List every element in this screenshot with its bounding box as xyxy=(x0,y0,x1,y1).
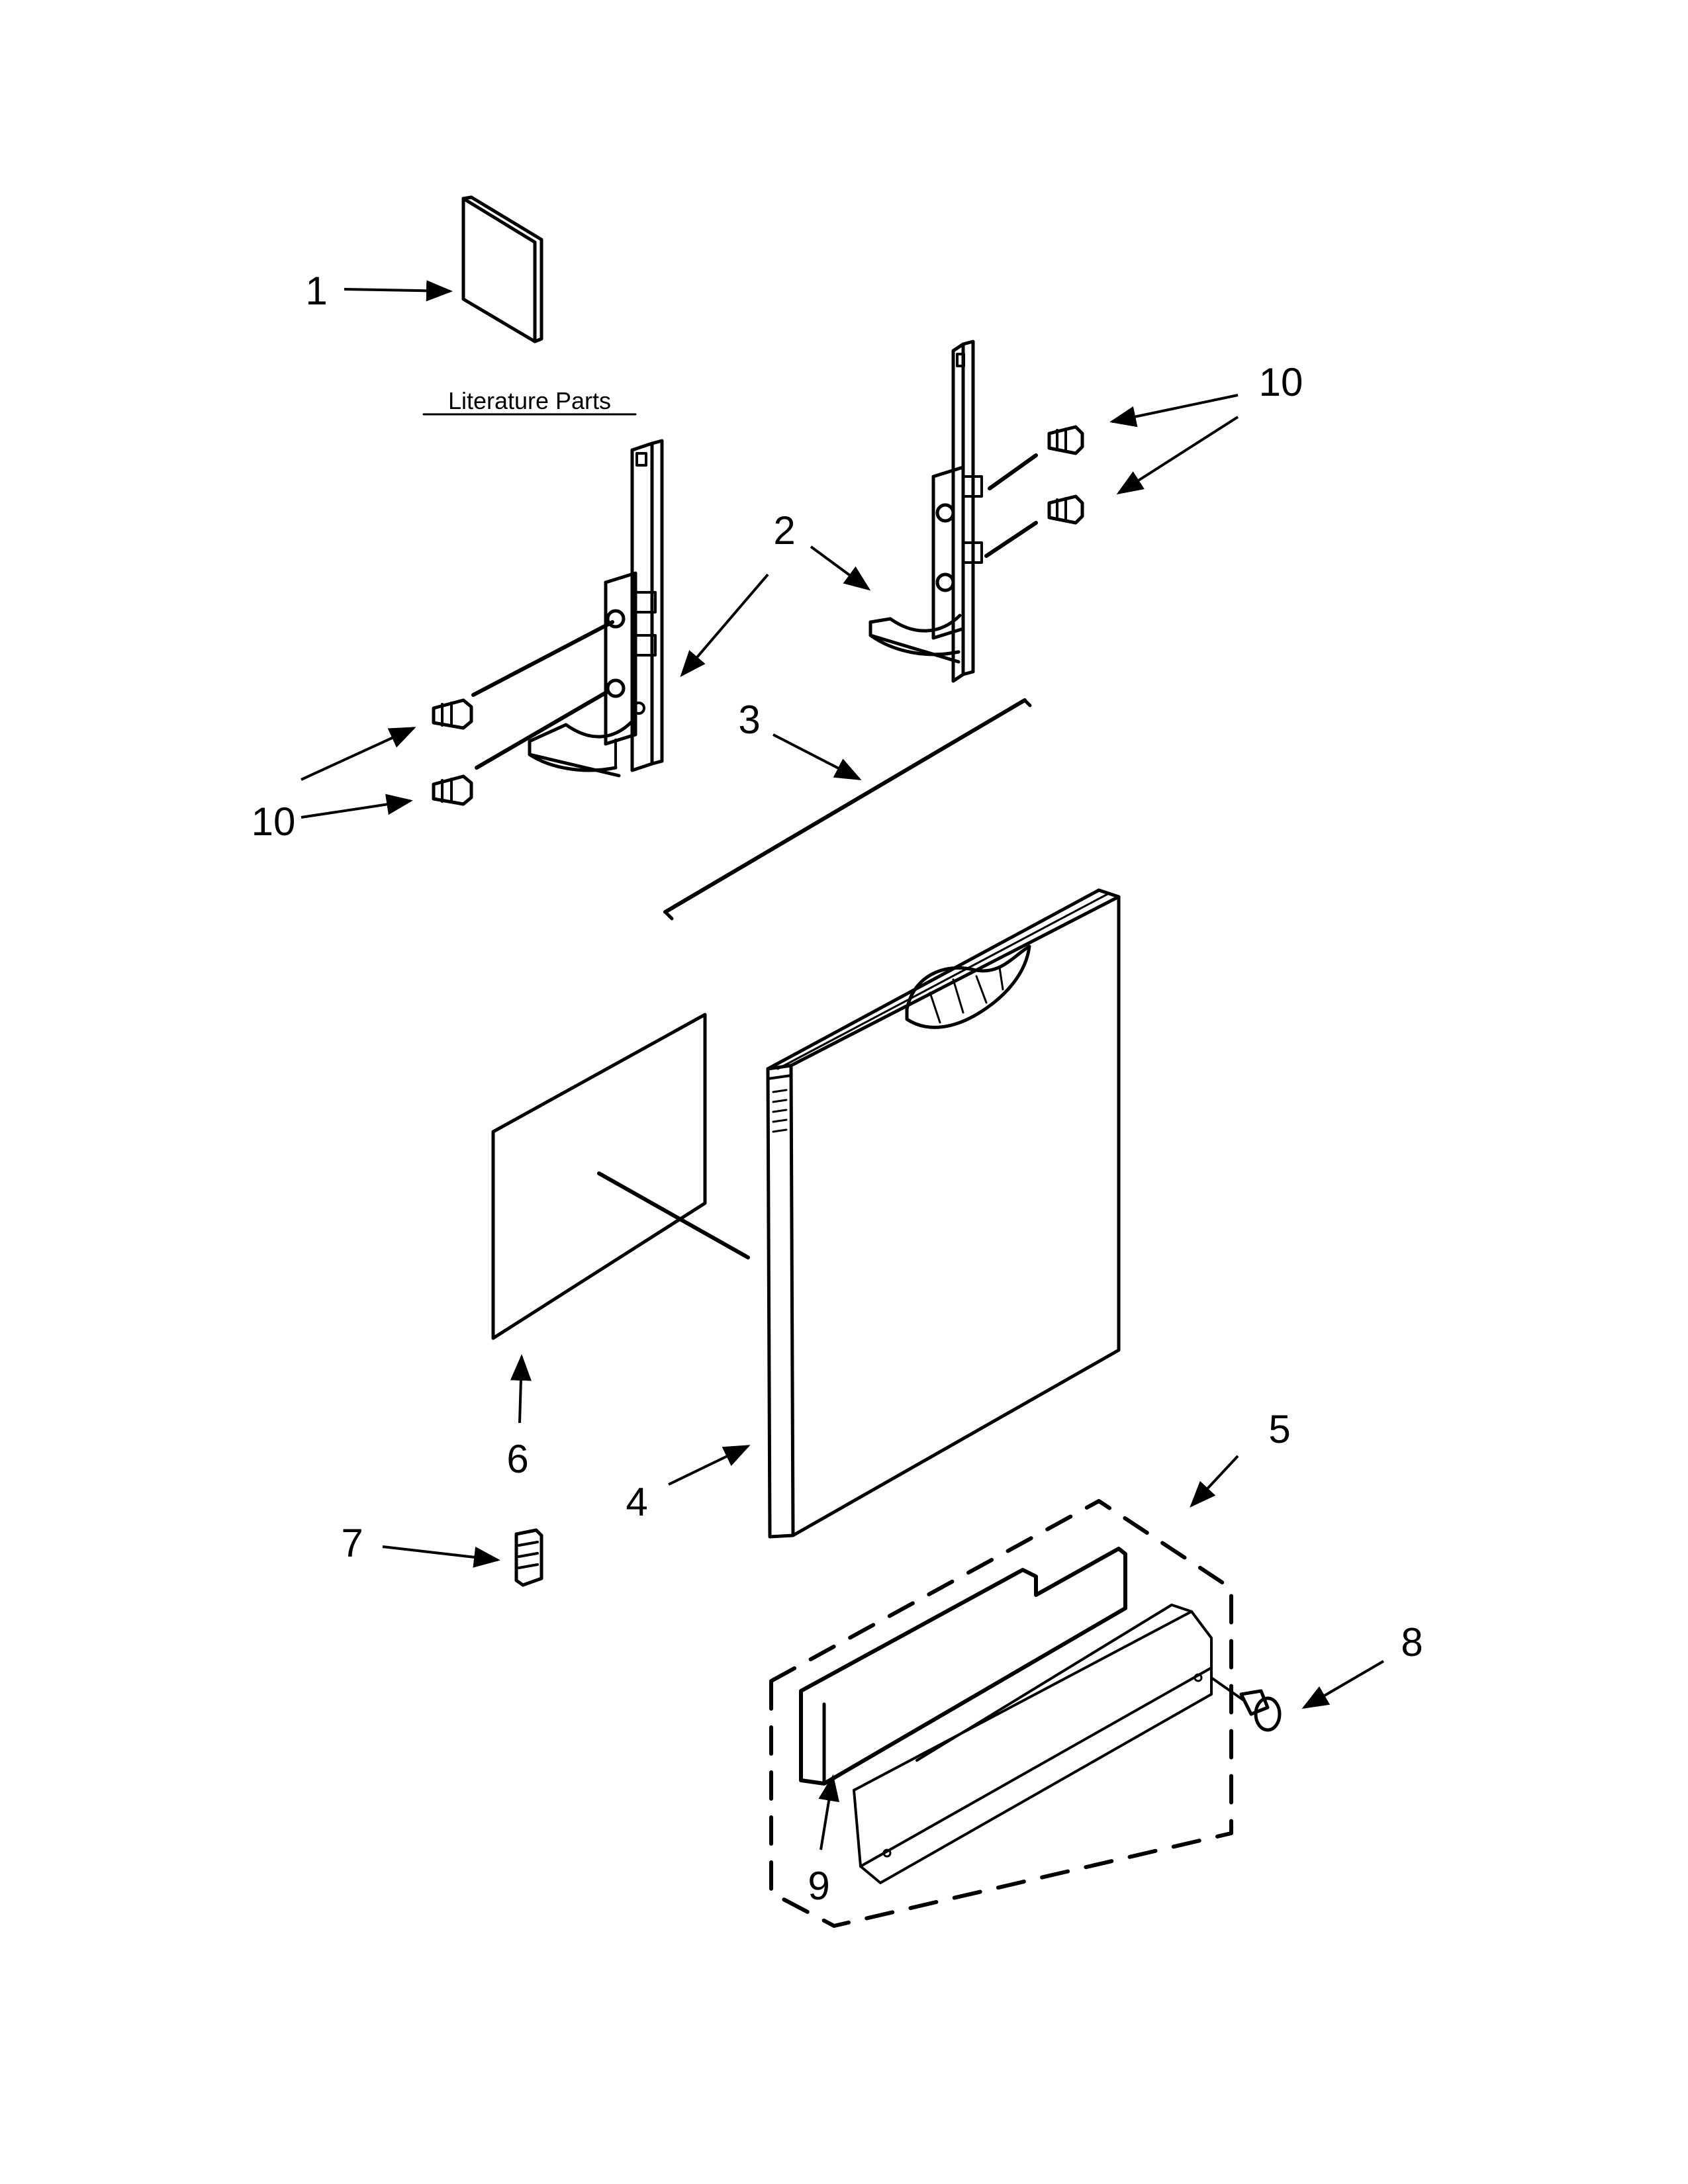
toe-kick-panel xyxy=(853,1604,1213,1884)
right-hinge-screws xyxy=(984,425,1084,558)
callout-5: 5 xyxy=(1268,1407,1290,1451)
door-clip xyxy=(514,1528,543,1587)
door-vent-slots xyxy=(772,1089,788,1133)
callout-6: 6 xyxy=(506,1437,528,1481)
door-panel xyxy=(766,888,1121,1539)
callout-10-right: 10 xyxy=(1259,360,1303,404)
literature-parts-caption: Literature Parts xyxy=(448,387,611,414)
panel-insert xyxy=(491,1013,750,1340)
callout-8: 8 xyxy=(1401,1620,1423,1664)
left-hinge-screws xyxy=(432,620,614,806)
left-hinge-bracket xyxy=(528,439,664,778)
callout-4: 4 xyxy=(626,1480,647,1524)
kit-dashed-boundary xyxy=(769,1499,1233,1928)
callout-1: 1 xyxy=(305,269,327,313)
callout-3: 3 xyxy=(738,698,760,742)
door-handle xyxy=(905,944,1031,1029)
toe-kick-screw xyxy=(1210,1676,1282,1732)
leader-arrows xyxy=(301,280,1385,1850)
callout-labels: 1 2 3 4 5 6 7 8 9 10 10 xyxy=(252,269,1423,1908)
callout-9: 9 xyxy=(808,1864,829,1908)
literature-booklet xyxy=(461,195,543,343)
right-hinge-bracket xyxy=(868,340,983,683)
hinge-rod xyxy=(663,698,1032,921)
insulation-strip xyxy=(799,1547,1127,1786)
callout-10-left: 10 xyxy=(252,799,296,844)
callout-7: 7 xyxy=(341,1521,363,1565)
callout-2: 2 xyxy=(773,508,795,553)
